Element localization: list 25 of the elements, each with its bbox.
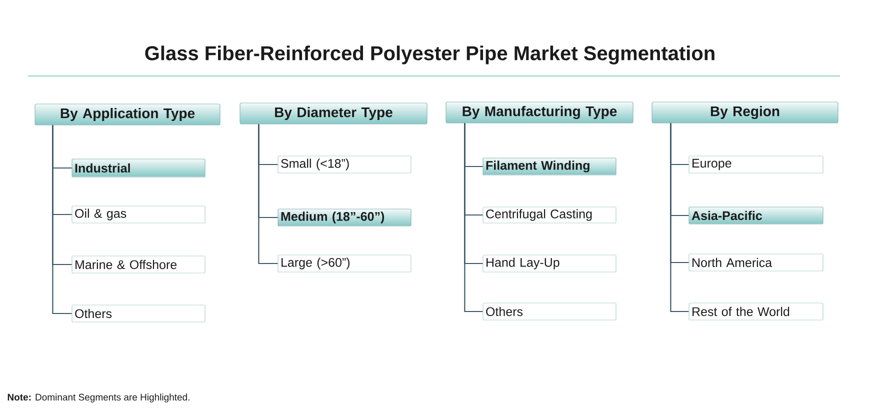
segment-box: North America xyxy=(688,254,824,272)
title: Glass Fiber-Reinforced Polyester Pipe Market Segmentation xyxy=(145,46,714,64)
segment-box: Oil & gas xyxy=(72,206,206,224)
category-box: By Application Type xyxy=(34,104,220,126)
segment-box: Marine & Offshore xyxy=(72,256,206,274)
segment-box: Europe xyxy=(688,156,824,174)
connector-line xyxy=(258,124,278,264)
note: Note: Dominant Segments are Highlighted. xyxy=(8,394,190,402)
segment-box: Centrifugal Casting xyxy=(482,206,616,224)
connector-line xyxy=(670,123,689,312)
highlighted-segment-box: Medium (18”-60”) xyxy=(278,208,412,226)
connector-line xyxy=(52,125,72,314)
category-box: By Diameter Type xyxy=(240,102,428,124)
highlighted-segment-box: Filament Winding xyxy=(482,158,616,176)
highlighted-segment-box: Industrial xyxy=(72,158,206,178)
connector-line xyxy=(464,123,483,312)
segment-box: Rest of the World xyxy=(688,302,824,320)
category-box: By Region xyxy=(652,102,838,124)
highlighted-segment-box: Asia-Pacific xyxy=(688,206,824,224)
segment-box: Large (>60”) xyxy=(278,254,412,272)
category-box: By Manufacturing Type xyxy=(446,102,634,124)
segment-box: Others xyxy=(72,304,206,322)
segment-box: Small (<18”) xyxy=(278,156,412,174)
segment-box: Hand Lay-Up xyxy=(482,254,616,272)
segment-box: Others xyxy=(482,302,616,320)
